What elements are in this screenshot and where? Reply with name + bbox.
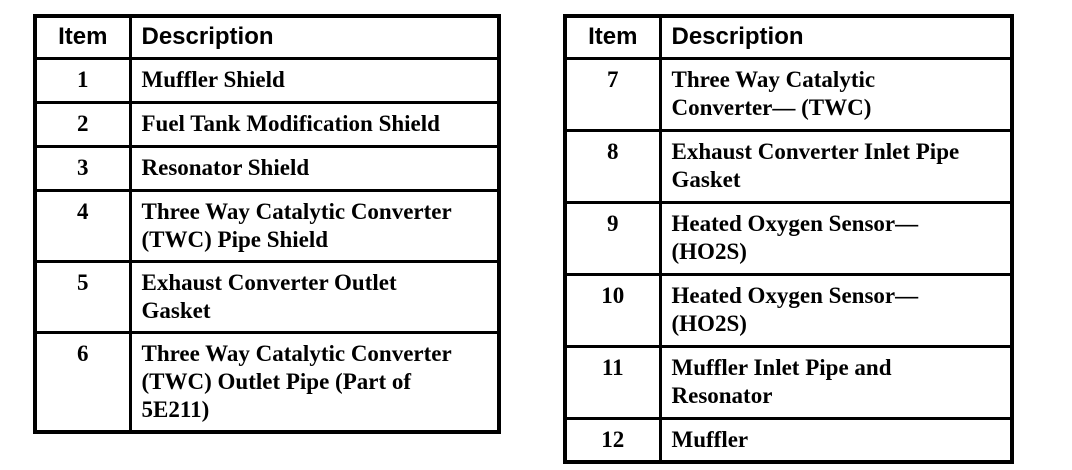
description-cell: Heated Oxygen Sensor— (HO2S) [658,273,1014,348]
description-cell: Exhaust Converter Inlet Pipe Gasket [658,129,1014,204]
description-cell: Heated Oxygen Sensor— (HO2S) [658,201,1014,276]
table-row: 3 Resonator Shield [33,145,501,192]
item-number-cell: 10 [563,273,662,348]
table-row: 12 Muffler [563,417,1014,464]
description-cell: Fuel Tank Modification Shield [128,101,501,148]
item-number-cell: 6 [33,331,132,434]
item-column-header: Item [563,14,662,60]
item-number-cell: 8 [563,129,662,204]
description-cell: Muffler [658,417,1014,464]
table-row: 1 Muffler Shield [33,57,501,104]
description-column-header: Description [128,14,501,60]
table-header-row: Item Description [563,14,1014,60]
description-cell: Muffler Inlet Pipe and Resonator [658,345,1014,420]
parts-table-items-1-6: Item Description 1 Muffler Shield 2 Fuel… [33,14,501,435]
item-number-cell: 2 [33,101,132,148]
description-cell: Exhaust Converter Outlet Gasket [128,260,501,335]
description-cell: Three Way Catalytic Converter (TWC) Pipe… [128,188,501,264]
table-row: 5 Exhaust Converter Outlet Gasket [33,260,501,335]
item-number-cell: 3 [33,145,132,192]
item-number-cell: 7 [563,57,662,132]
description-cell: Three Way Catalytic Converter (TWC) Outl… [128,331,501,434]
table-row: 7 Three Way Catalytic Converter— (TWC) [563,57,1014,132]
item-number-cell: 5 [33,260,132,335]
description-cell: Resonator Shield [128,145,501,192]
parts-table-items-7-12: Item Description 7 Three Way Catalytic C… [563,14,1014,465]
table-row: 8 Exhaust Converter Inlet Pipe Gasket [563,129,1014,204]
table-row: 11 Muffler Inlet Pipe and Resonator [563,345,1014,420]
item-number-cell: 12 [563,417,662,464]
table-row: 9 Heated Oxygen Sensor— (HO2S) [563,201,1014,276]
item-number-cell: 1 [33,57,132,104]
table-row: 10 Heated Oxygen Sensor— (HO2S) [563,273,1014,348]
description-cell: Muffler Shield [128,57,501,104]
item-number-cell: 4 [33,188,132,264]
item-number-cell: 11 [563,345,662,420]
table-row: 2 Fuel Tank Modification Shield [33,101,501,148]
description-column-header: Description [658,14,1014,60]
table-header-row: Item Description [33,14,501,60]
description-cell: Three Way Catalytic Converter— (TWC) [658,57,1014,132]
item-number-cell: 9 [563,201,662,276]
table-row: 6 Three Way Catalytic Converter (TWC) Ou… [33,331,501,434]
item-column-header: Item [33,14,132,60]
table-row: 4 Three Way Catalytic Converter (TWC) Pi… [33,188,501,264]
